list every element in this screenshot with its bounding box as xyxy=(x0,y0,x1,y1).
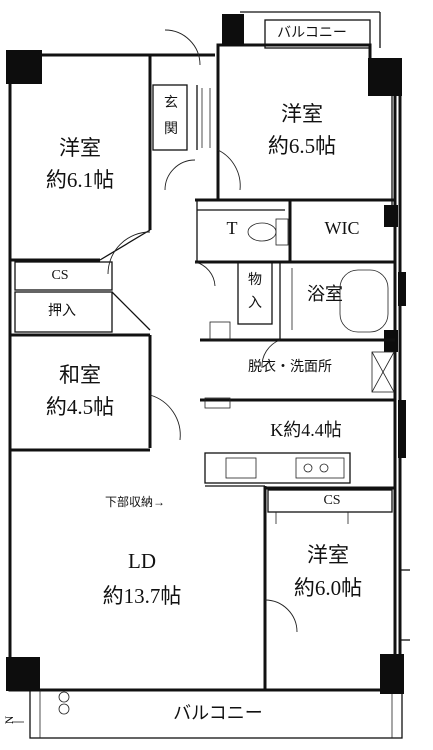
japanese-room-size: 約4.5帖 xyxy=(46,395,114,419)
pillars xyxy=(6,50,406,694)
balcony-bottom-label: バルコニー xyxy=(173,703,263,723)
western-room-1-name: 洋室 xyxy=(59,136,101,160)
japanese-room-name: 和室 xyxy=(59,363,101,387)
balcony-bottom: バルコニー xyxy=(29,689,403,739)
north-arrow-icon: N xyxy=(2,715,24,724)
western-room-2-size: 約6.5帖 xyxy=(268,134,336,158)
kitchen-label: K約4.4帖 xyxy=(270,420,342,440)
western-room-3-size: 約6.0帖 xyxy=(294,576,362,600)
western-room-1-size: 約6.1帖 xyxy=(46,168,114,192)
balcony-top: バルコニー xyxy=(222,11,381,49)
under-storage-label: 下部収納→ xyxy=(105,494,165,509)
western-room-3-name: 洋室 xyxy=(307,543,349,567)
closet-1-label: CS xyxy=(51,268,68,283)
bath-label: 浴室 xyxy=(307,284,343,304)
oshiire-label: 押入 xyxy=(48,303,76,319)
entrance-label-1: 玄 xyxy=(164,94,178,111)
balcony-top-label: バルコニー xyxy=(277,26,347,41)
toilet-label: T xyxy=(227,218,238,238)
door-swings xyxy=(107,29,298,633)
storage-label-1: 物 xyxy=(248,272,262,288)
washroom-label: 脱衣・洗面所 xyxy=(248,359,332,375)
closet-2-label: CS xyxy=(323,493,340,508)
storage-label-2: 入 xyxy=(248,296,262,311)
ld-size: 約13.7帖 xyxy=(103,584,182,608)
wic-label: WIC xyxy=(325,218,360,238)
interior-walls xyxy=(10,55,410,690)
north-label: N xyxy=(2,715,16,724)
ld-name: LD xyxy=(128,549,156,573)
western-room-2-name: 洋室 xyxy=(281,102,323,126)
entrance-label-2: 関 xyxy=(164,122,178,137)
